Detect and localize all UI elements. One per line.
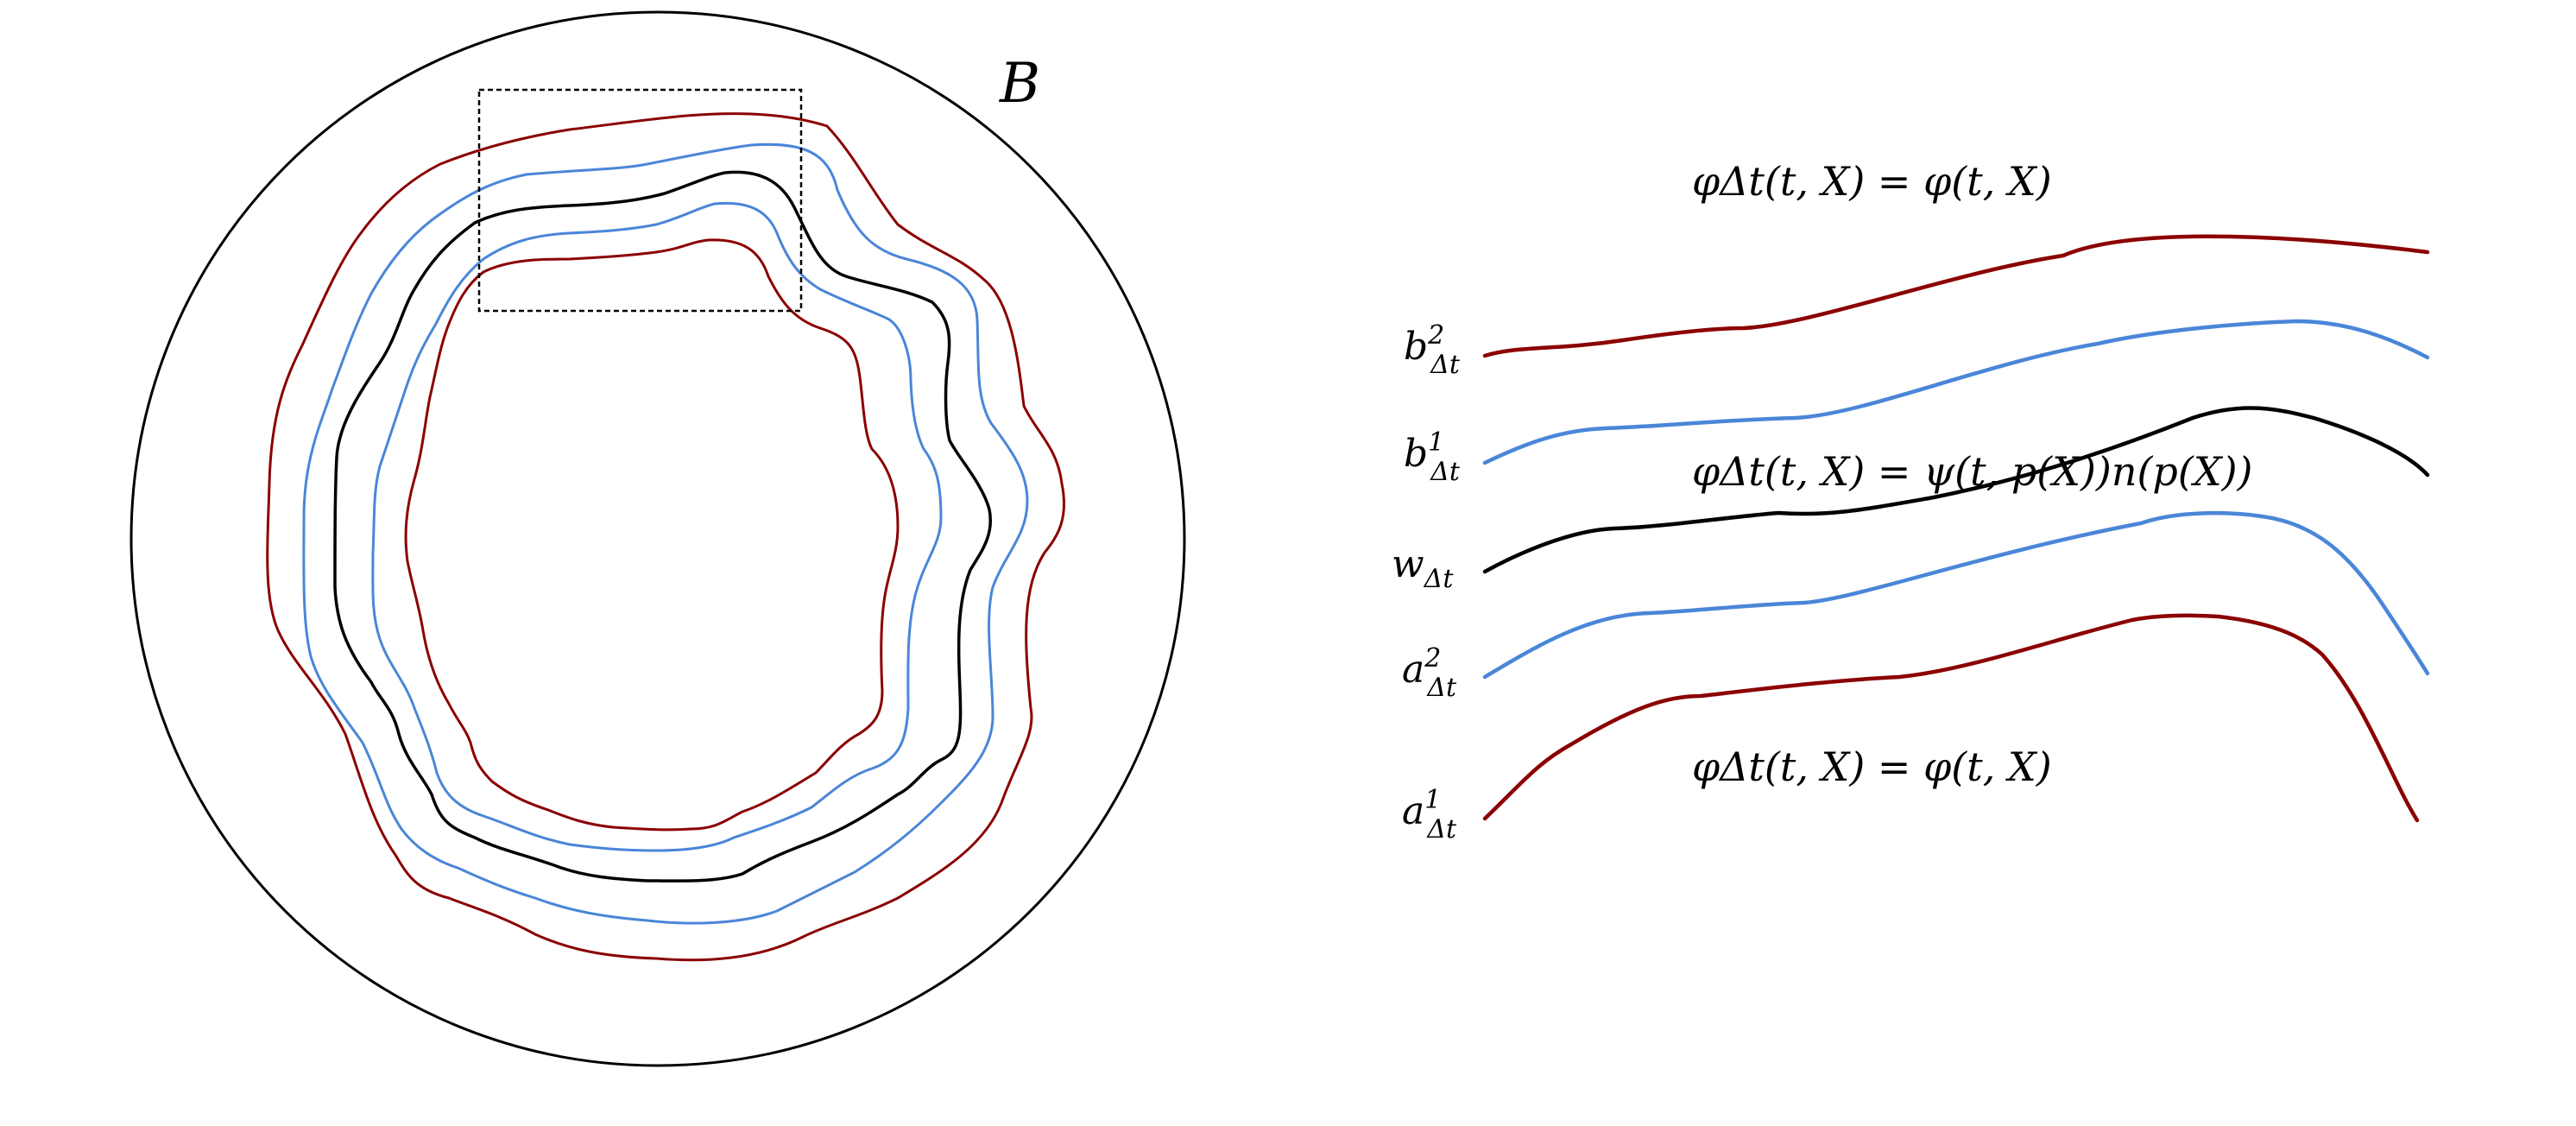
ring-a2-inner-blue xyxy=(371,201,943,852)
curve-b2 xyxy=(1482,234,2430,358)
formula-bottom: φΔt(t, X) = φ(t, X) xyxy=(1692,743,2052,790)
label-w: wΔt xyxy=(1392,542,1454,594)
ring-w-interface-black xyxy=(333,170,992,882)
ring-b1-outer-blue xyxy=(302,142,1029,925)
domain-label: B xyxy=(999,52,1040,116)
domain-circle xyxy=(129,10,1186,1067)
ring-b2-outer-red xyxy=(266,112,1066,962)
formula-top: φΔt(t, X) = φ(t, X) xyxy=(1692,158,2052,205)
curve-w xyxy=(1482,406,2430,574)
right-panel: φΔt(t, X) = φ(t, X) φΔt(t, X) = ψ(t, p(X… xyxy=(1392,158,2430,844)
zoom-box xyxy=(477,88,803,313)
curve-a2 xyxy=(1482,510,2430,680)
ring-a1-inner-red xyxy=(404,238,900,832)
formula-middle: φΔt(t, X) = ψ(t, p(X))n(p(X)) xyxy=(1692,448,2252,495)
left-panel: B xyxy=(129,10,1186,1067)
curve-a1 xyxy=(1482,613,2420,823)
curve-b1 xyxy=(1482,319,2430,465)
